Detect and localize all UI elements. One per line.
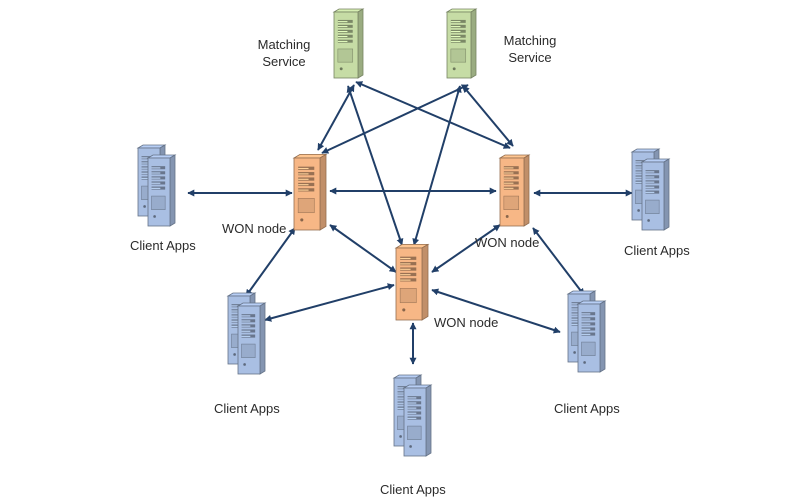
won-center-to-matching-right-connector [412, 85, 462, 246]
client-apps-left-icon-front-server-icon [146, 154, 177, 227]
client-apps-right-icon [630, 148, 671, 231]
client-bottomleft-to-won-left-connector [245, 227, 296, 297]
won-node-center-server-icon [394, 243, 430, 321]
client-apps-left-icon [136, 144, 177, 227]
servers [136, 8, 671, 457]
client-apps-bottom-label: Client Apps [380, 482, 446, 497]
client-bottomright-to-won-center-connector [431, 288, 561, 334]
won-node-left-server-icon [292, 153, 328, 231]
client-bottomright-to-won-right-connector [532, 227, 585, 296]
client-apps-right-label: Client Apps [624, 243, 690, 258]
client-apps-bottom-right-icon [566, 290, 607, 373]
won-center-to-matching-left-connector [346, 85, 404, 246]
client-apps-right-icon-front-server-icon [640, 158, 671, 231]
client-apps-bottom-left-icon [226, 292, 267, 375]
won-node-center-label: WON node [434, 315, 499, 330]
client-apps-bottom-left-icon-front-server-icon [236, 302, 267, 375]
client-apps-bottom-icon-front-server-icon [402, 384, 433, 457]
won-left-to-won-center-connector [329, 224, 397, 273]
matching-service-left-label: Matching Service [257, 37, 311, 69]
client-apps-left-label: Client Apps [130, 238, 196, 253]
won-node-right-label: WON node [475, 235, 540, 250]
matching-service-right-server-icon [445, 8, 478, 79]
client-apps-bottom-left-label: Client Apps [214, 401, 280, 416]
won-right-to-matching-right-connector [462, 85, 514, 147]
won-left-to-matching-right-connector [321, 84, 469, 154]
client-bottomleft-to-won-center-connector [264, 283, 395, 322]
client-apps-bottom-icon [392, 374, 433, 457]
matching-service-right-label: Matching Service [503, 33, 557, 65]
client-apps-bottom-right-icon-front-server-icon [576, 300, 607, 373]
won-node-left-label: WON node [222, 221, 287, 236]
connectors [187, 81, 633, 365]
client-apps-bottom-right-label: Client Apps [554, 401, 620, 416]
matching-service-left-server-icon [332, 8, 365, 79]
won-right-to-won-center-connector [431, 224, 501, 273]
won-node-right-server-icon [498, 154, 531, 227]
